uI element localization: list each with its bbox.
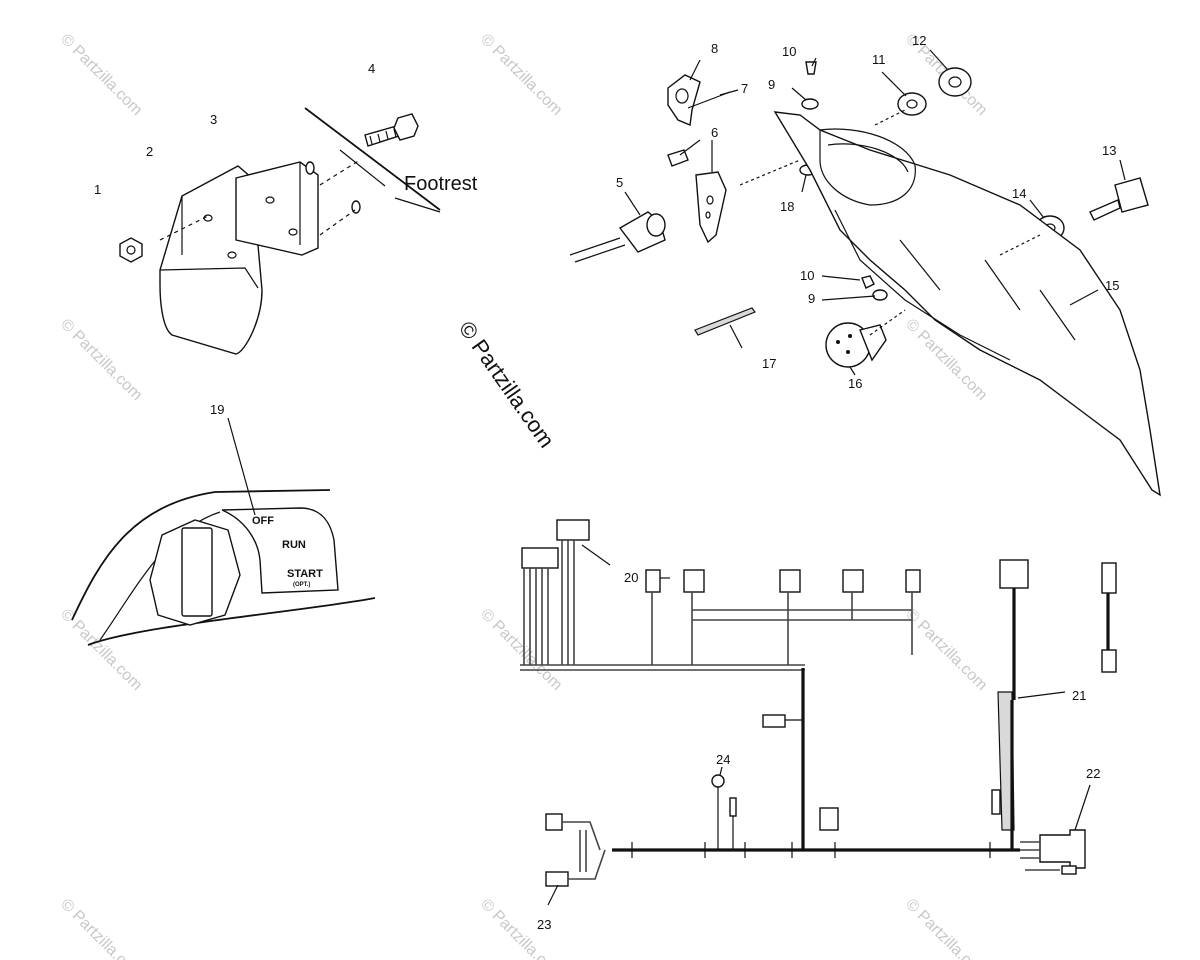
callout-9-bottom: 9 [808, 291, 815, 306]
callout-17: 17 [762, 356, 776, 371]
watermark: © Partzilla.com [57, 606, 145, 694]
callout-13: 13 [1102, 143, 1116, 158]
callout-16: 16 [848, 376, 862, 391]
callout-7: 7 [741, 81, 748, 96]
dial-run-label: RUN [282, 539, 306, 551]
callout-1: 1 [94, 182, 101, 197]
callout-15: 15 [1105, 278, 1119, 293]
callout-3: 3 [210, 112, 217, 127]
callout-numbers: 1 2 3 4 5 6 7 8 9 10 11 12 13 14 15 16 1… [94, 33, 1119, 932]
footrest-label: Footrest [404, 173, 478, 195]
watermark: © Partzilla.com [477, 606, 565, 694]
callout-24: 24 [716, 752, 730, 767]
callout-6: 6 [711, 125, 718, 140]
callout-5: 5 [616, 175, 623, 190]
dash-components [569, 49, 1161, 497]
callout-10-bottom: 10 [800, 268, 814, 283]
callout-4: 4 [368, 61, 375, 76]
callout-23: 23 [537, 917, 551, 932]
watermark: © Partzilla.com [902, 896, 990, 960]
footrest-assembly [119, 107, 441, 355]
callout-2: 2 [146, 144, 153, 159]
copyright-text: © Partzilla.com [454, 317, 560, 453]
callout-22: 22 [1086, 766, 1100, 781]
dial-start-sub-label: (OPT.) [293, 582, 310, 588]
callout-19: 19 [210, 402, 224, 417]
callout-10-top: 10 [782, 44, 796, 59]
callout-12: 12 [912, 33, 926, 48]
callout-18: 18 [780, 199, 794, 214]
ignition-dial: OFF RUN START (OPT.) [71, 417, 376, 646]
dial-off-label: OFF [252, 515, 274, 527]
callout-11: 11 [872, 52, 886, 67]
callout-20: 20 [624, 570, 638, 585]
watermark: © Partzilla.com [57, 896, 145, 960]
watermark: © Partzilla.com [477, 896, 565, 960]
watermark: © Partzilla.com [902, 606, 990, 694]
wiring-harness [520, 519, 1117, 906]
watermark: © Partzilla.com [57, 31, 145, 119]
watermark: © Partzilla.com [477, 31, 565, 119]
dial-start-label: START [287, 568, 323, 580]
callout-9-top: 9 [768, 77, 775, 92]
callout-8: 8 [711, 41, 718, 56]
watermark: © Partzilla.com [57, 316, 145, 404]
callout-14: 14 [1012, 186, 1026, 201]
callout-21: 21 [1072, 688, 1086, 703]
